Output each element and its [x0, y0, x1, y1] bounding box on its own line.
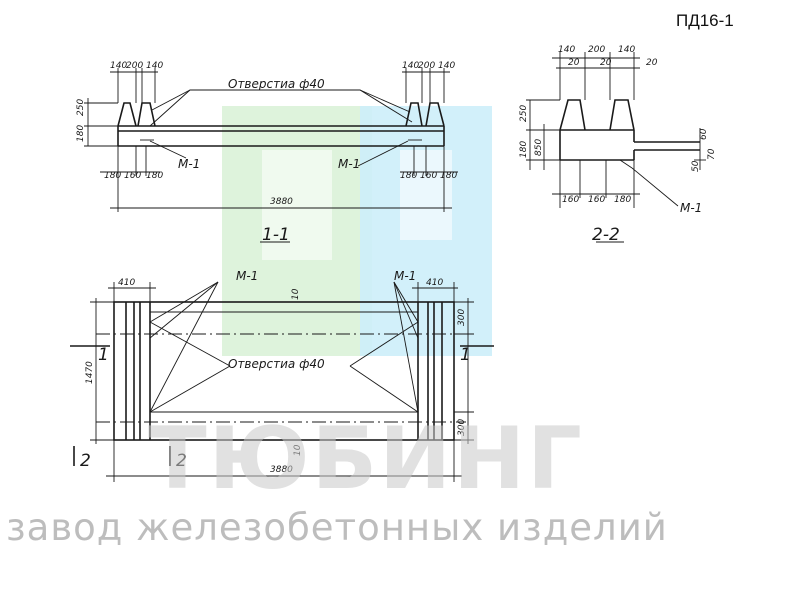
sheet-code: ПД16-1 [676, 11, 734, 30]
sec2-top-dim-2: 200 [588, 45, 605, 55]
sec2-right-dim-3: 70 [707, 148, 717, 160]
top-left-dim-1: 140 [110, 61, 127, 71]
plan-top-right: 300 [457, 309, 467, 326]
section-1-1-label: 1-1 [262, 225, 290, 245]
plan-bottom-small: 10 [293, 444, 303, 456]
opening-label-section: Отверстиа ф40 [228, 77, 325, 91]
top-right-dim-3: 140 [438, 61, 455, 71]
embed-label-plan-left: М-1 [236, 269, 258, 283]
bottom-right-dim-1: 180 [400, 171, 417, 181]
left-height-bottom: 180 [76, 125, 86, 142]
watermark-tagline: завод железобетонных изделий [6, 506, 668, 549]
top-left-dim-3: 140 [146, 61, 163, 71]
opening-label-plan: Отверстиа ф40 [228, 357, 325, 371]
bottom-right-dim-2: 160 [420, 171, 437, 181]
section-1-1-drawing [84, 68, 458, 243]
section-mark-1-left: 1 [98, 345, 109, 365]
plan-length: 3880 [270, 465, 293, 475]
sec2-left-mid: 180 [519, 141, 529, 158]
sec2-left-top: 250 [519, 105, 529, 122]
top-left-dim-2: 200 [126, 61, 143, 71]
section-2-2-label: 2-2 [592, 225, 620, 245]
embed-label-left-section: М-1 [178, 157, 200, 171]
plan-end-width-right: 410 [426, 278, 443, 288]
sec2-sub-dim-1: 20 [568, 58, 580, 68]
section-mark-2-left: 2 [80, 451, 91, 471]
bottom-left-dim-2: 160 [124, 171, 141, 181]
section-mark-1-right: 1 [460, 345, 471, 365]
plan-height: 1470 [85, 361, 95, 384]
section-mark-2-right: 2 [176, 451, 187, 471]
sec2-bottom-dim-1: 160 [562, 195, 579, 205]
left-height-top: 250 [76, 99, 86, 116]
sec2-sub-dim-3: 20 [646, 58, 658, 68]
plan-end-width-left: 410 [118, 278, 135, 288]
sec2-top-dim-1: 140 [558, 45, 575, 55]
bottom-right-dim-3: 180 [440, 171, 457, 181]
top-right-dim-2: 200 [418, 61, 435, 71]
embed-label-right-section: М-1 [338, 157, 360, 171]
embed-label-plan-right: М-1 [394, 269, 416, 283]
sec2-top-dim-3: 140 [618, 45, 635, 55]
watermark-brand: ТЮБИНГ [148, 409, 584, 509]
sec2-sub-dim-2: 20 [600, 58, 612, 68]
section-2-2-drawing [526, 52, 706, 243]
embed-label-section-2: М-1 [680, 201, 702, 215]
plan-bottom-right: 300 [457, 419, 467, 436]
sec2-left-bottom: 850 [534, 139, 544, 156]
bottom-left-dim-3: 180 [146, 171, 163, 181]
length-section: 3880 [270, 197, 293, 207]
top-right-dim-1: 140 [402, 61, 419, 71]
sec2-bottom-dim-3: 180 [614, 195, 631, 205]
plan-top-small: 10 [291, 288, 301, 300]
plan-view-drawing [70, 281, 494, 482]
sec2-bottom-dim-2: 160 [588, 195, 605, 205]
sec2-right-dim-1: 60 [699, 128, 709, 140]
bottom-left-dim-1: 180 [104, 171, 121, 181]
sec2-right-dim-2: 50 [691, 160, 701, 172]
